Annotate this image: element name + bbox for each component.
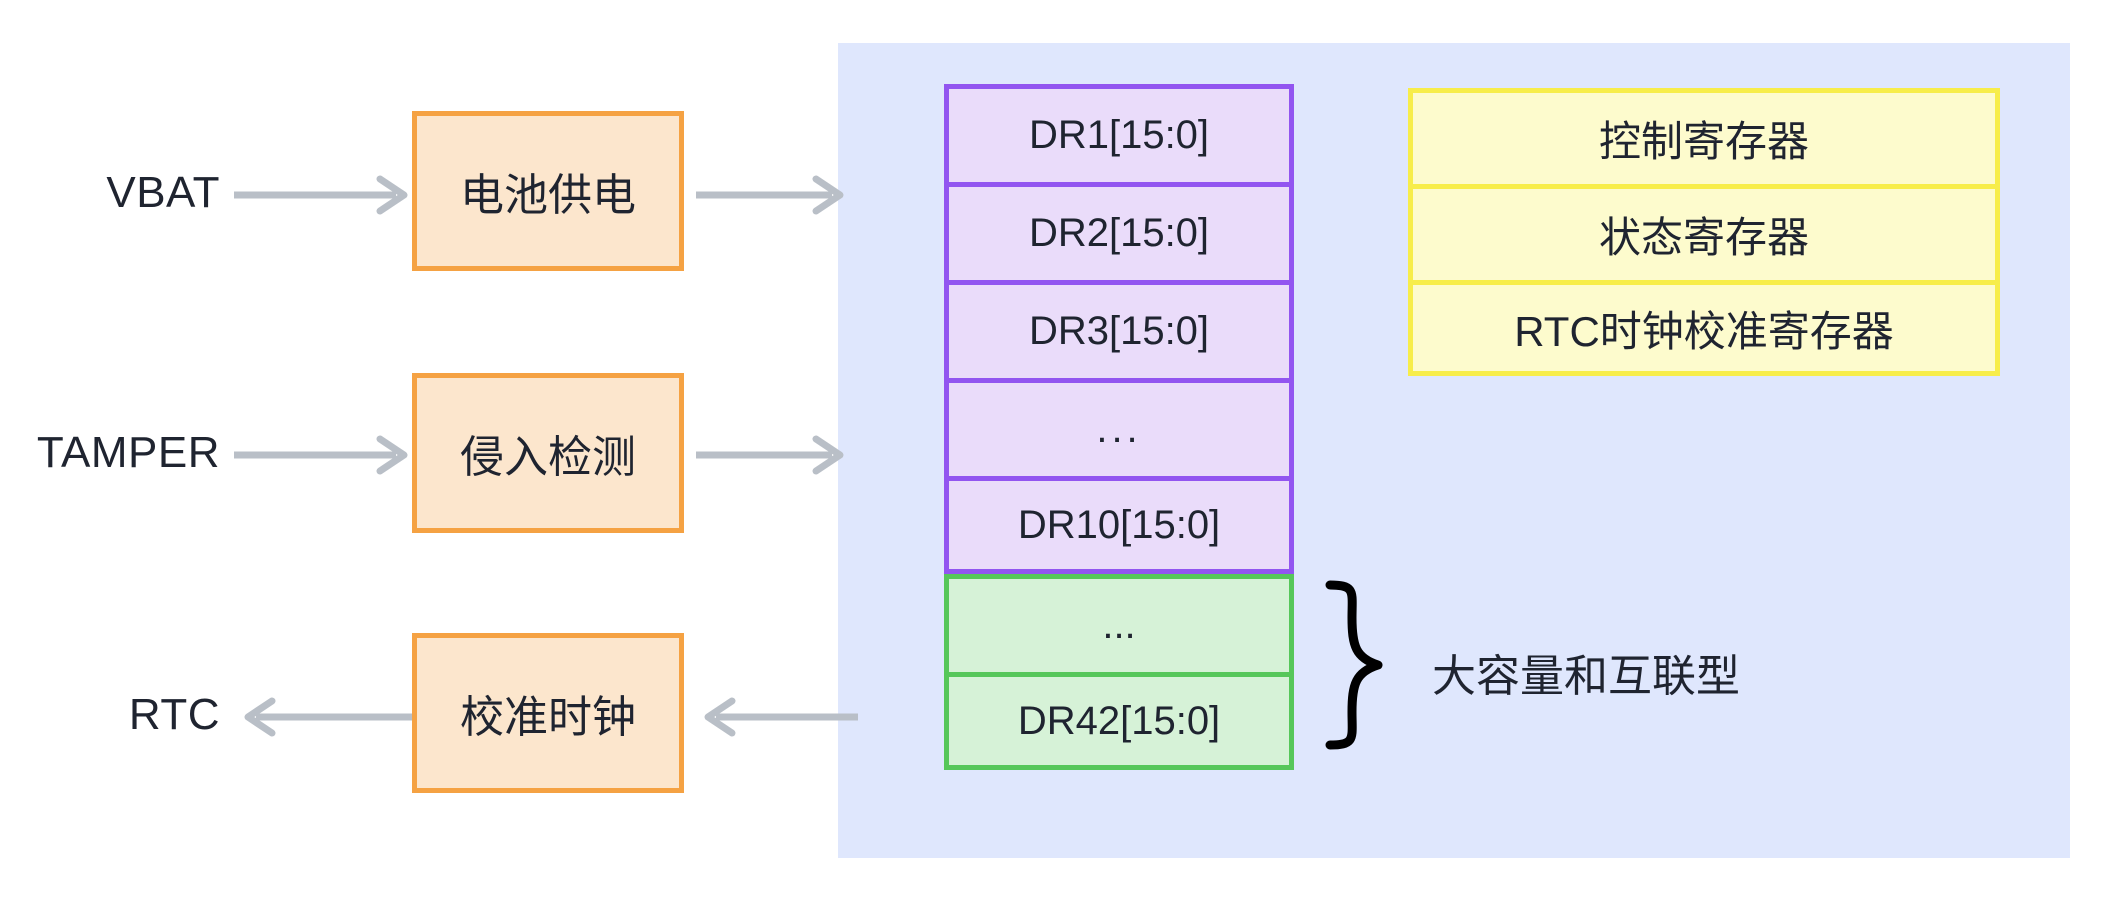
brace-extended-group	[1325, 580, 1383, 750]
control-register-stack: 控制寄存器 状态寄存器 RTC时钟校准寄存器	[1408, 88, 2000, 376]
arrow-clock-to-rtc	[244, 697, 418, 737]
annotation-extended-group: 大容量和互联型	[1432, 652, 1740, 701]
block-tamper-detect: 侵入检测	[412, 373, 684, 533]
arrow-vbat-to-battery	[234, 175, 408, 215]
register-cell-status: 状态寄存器	[1408, 184, 2000, 280]
register-cell-control: 控制寄存器	[1408, 88, 2000, 184]
register-cell-dr10: DR10[15:0]	[944, 476, 1294, 574]
block-battery-supply: 电池供电	[412, 111, 684, 271]
register-cell-dr3: DR3[15:0]	[944, 280, 1294, 378]
data-register-stack-extended: ... DR42[15:0]	[944, 574, 1294, 770]
data-register-stack-base: DR1[15:0] DR2[15:0] DR3[15:0] ... DR10[1…	[944, 84, 1294, 574]
register-cell-dr1: DR1[15:0]	[944, 84, 1294, 182]
arrow-detect-to-panel	[696, 435, 844, 475]
signal-label-tamper: TAMPER	[36, 428, 220, 477]
register-cell-dr42: DR42[15:0]	[944, 672, 1294, 770]
arrow-battery-to-panel	[696, 175, 844, 215]
register-cell-dr2: DR2[15:0]	[944, 182, 1294, 280]
register-cell-rtc-calibration: RTC时钟校准寄存器	[1408, 280, 2000, 376]
arrow-panel-to-clock	[704, 697, 858, 737]
register-cell-extended-ellipsis: ...	[944, 574, 1294, 672]
block-calibrate-clock: 校准时钟	[412, 633, 684, 793]
register-cell-base-ellipsis: ...	[944, 378, 1294, 476]
signal-label-vbat: VBAT	[106, 168, 220, 217]
arrow-tamper-to-detect	[234, 435, 408, 475]
signal-label-rtc: RTC	[128, 690, 220, 739]
